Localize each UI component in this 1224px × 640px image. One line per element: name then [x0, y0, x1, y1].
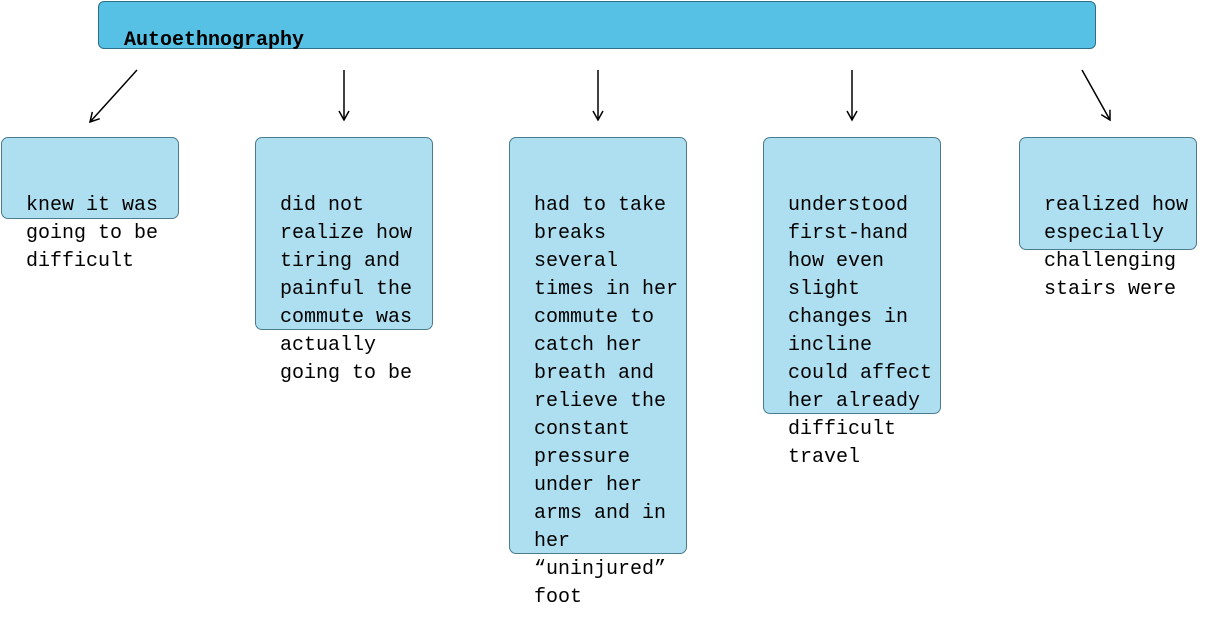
- title-box: [98, 1, 1096, 49]
- node-line: breath and: [534, 362, 655, 385]
- node-line: catch her: [534, 334, 643, 357]
- node-line: “uninjured”: [534, 558, 667, 581]
- node-line: going to be: [280, 362, 413, 385]
- node-line: actually: [280, 334, 377, 357]
- node-line: times in her: [534, 278, 679, 301]
- node-line: arms and in: [534, 502, 667, 525]
- node-line: pressure: [534, 446, 631, 469]
- node-line: how even: [788, 250, 885, 273]
- node-line: going to be: [26, 222, 159, 245]
- node-line: constant: [534, 418, 631, 441]
- node-text-4: understood first-hand how even slight change…: [788, 164, 932, 500]
- node-line: travel: [788, 446, 861, 469]
- node-text-5: realized how especially challenging stairs …: [1044, 164, 1188, 332]
- node-line: stairs were: [1044, 278, 1177, 301]
- node-line: breaks: [534, 222, 607, 245]
- node-line: tiring and: [280, 250, 401, 273]
- node-line: commute was: [280, 306, 413, 329]
- node-line: relieve the: [534, 390, 667, 413]
- node-line: commute to: [534, 306, 655, 329]
- node-line: knew it was: [26, 194, 159, 217]
- arrow-1: [88, 69, 138, 124]
- node-line: could affect: [788, 362, 933, 385]
- node-line: several: [534, 250, 619, 273]
- node-line: difficult: [788, 418, 897, 441]
- node-line: incline: [788, 334, 873, 357]
- node-line: under her: [534, 474, 643, 497]
- node-line: foot: [534, 586, 583, 609]
- node-line: painful the: [280, 278, 413, 301]
- node-line: first-hand: [788, 222, 909, 245]
- arrow-5: [1081, 69, 1111, 122]
- node-line: changes in: [788, 306, 909, 329]
- node-text-1: knew it was going to be difficult: [26, 164, 158, 304]
- node-line: realize how: [280, 222, 413, 245]
- node-box-4: [763, 137, 941, 414]
- node-line: understood: [788, 194, 909, 217]
- node-box-2: [255, 137, 433, 330]
- node-text-3: had to take breaks several times in her comm…: [534, 164, 678, 640]
- node-line: difficult: [26, 250, 135, 273]
- node-line: had to take: [534, 194, 667, 217]
- node-box-3: [509, 137, 687, 554]
- node-line: slight: [788, 278, 861, 301]
- node-box-1: [1, 137, 179, 219]
- node-line: challenging: [1044, 250, 1177, 273]
- node-line: her: [534, 530, 571, 553]
- node-line: especially: [1044, 222, 1165, 245]
- node-line: realized how: [1044, 194, 1189, 217]
- node-line: did not: [280, 194, 365, 217]
- node-line: her already: [788, 390, 921, 413]
- diagram-title: Autoethnography: [124, 29, 305, 52]
- node-box-5: [1019, 137, 1197, 250]
- node-text-2: did not realize how tiring and painful the c…: [280, 164, 412, 416]
